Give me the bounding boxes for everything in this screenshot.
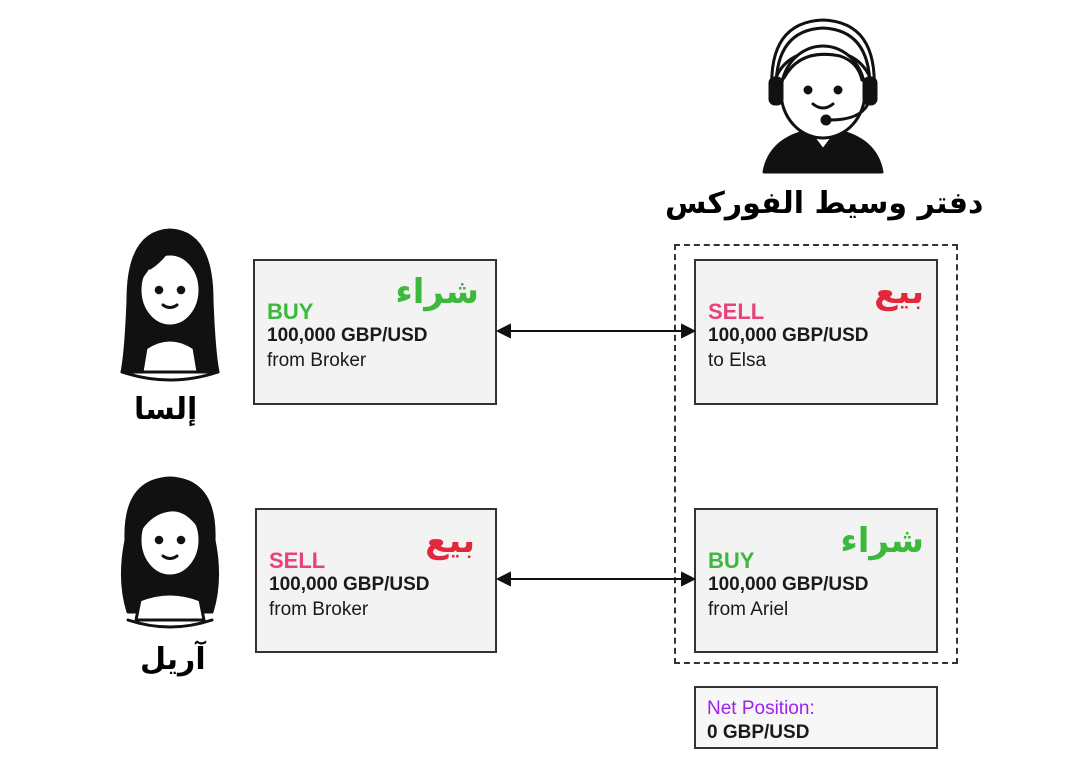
broker-buy-counterparty: from Ariel bbox=[708, 599, 789, 620]
elsa-broker-arrow bbox=[495, 323, 697, 339]
ariel-trade-amount: 100,000 GBP/USD bbox=[269, 574, 430, 595]
broker-buy-arabic-action: شراء bbox=[840, 521, 924, 561]
ariel-trade-action: SELL bbox=[269, 548, 326, 573]
net-position-label: Net Position: bbox=[707, 698, 815, 719]
ariel-trade-box: بيع SELL 100,000 GBP/USD from Broker bbox=[255, 508, 497, 653]
broker-sell-counterparty: to Elsa bbox=[708, 350, 767, 371]
elsa-name: إلسا bbox=[134, 392, 198, 427]
net-position-box: Net Position: 0 GBP/USD bbox=[694, 686, 938, 749]
broker-sell-box: بيع SELL 100,000 GBP/USD to Elsa bbox=[694, 259, 938, 405]
broker-buy-action: BUY bbox=[708, 548, 755, 573]
ariel-trade-arabic-action: بيع bbox=[425, 521, 475, 561]
broker-sell-arabic-action: بيع bbox=[874, 272, 924, 312]
broker-sell-amount: 100,000 GBP/USD bbox=[708, 325, 869, 346]
broker-desk-label: دفتر وسيط الفوركس bbox=[665, 186, 984, 221]
broker-sell-action: SELL bbox=[708, 299, 765, 324]
ariel-trade-counterparty: from Broker bbox=[269, 599, 369, 620]
broker-book-frame bbox=[674, 244, 958, 664]
elsa-trade-counterparty: from Broker bbox=[267, 350, 367, 371]
ariel-name: آريل bbox=[140, 642, 206, 677]
net-position-value: 0 GBP/USD bbox=[707, 722, 810, 743]
elsa-trade-arabic-action: شراء bbox=[395, 272, 479, 312]
elsa-trade-box: شراء BUY 100,000 GBP/USD from Broker bbox=[253, 259, 497, 405]
elsa-trade-action: BUY bbox=[267, 299, 314, 324]
broker-buy-box: شراء BUY 100,000 GBP/USD from Ariel bbox=[694, 508, 938, 653]
ariel-broker-arrow bbox=[495, 571, 697, 587]
broker-buy-amount: 100,000 GBP/USD bbox=[708, 574, 869, 595]
elsa-trade-amount: 100,000 GBP/USD bbox=[267, 325, 428, 346]
